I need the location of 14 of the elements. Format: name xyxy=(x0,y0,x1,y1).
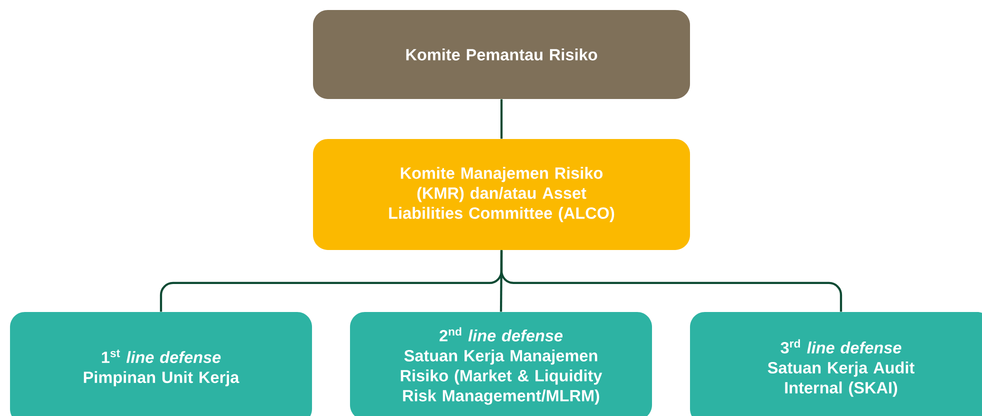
unit-name: Satuan Kerja Audit Internal (SKAI) xyxy=(768,362,914,397)
unit-name: Pimpinan Unit Kerja xyxy=(84,371,240,386)
connector-line xyxy=(500,99,503,139)
line-heading: 3$^{rd}$ line defense xyxy=(780,339,902,354)
org-box xyxy=(350,312,652,416)
connector-line xyxy=(500,250,842,312)
org-box: Komite Pemantau Risiko xyxy=(313,10,690,99)
org-box xyxy=(690,312,982,416)
line-heading: 1$^{st}$ line defense xyxy=(102,350,221,364)
unit-name: Satuan Kerja Manajemen Risiko (Market & Liquidity Risk Management/MLRM) xyxy=(400,350,602,405)
org-box: Komite Manajemen Risiko (KMR) dan/atau Asset Liabilities Committee (ALCO) xyxy=(313,139,690,250)
org-box xyxy=(10,312,312,416)
line-heading: 2$^{nd}$ line defense xyxy=(440,327,563,342)
connector-line xyxy=(500,250,503,312)
